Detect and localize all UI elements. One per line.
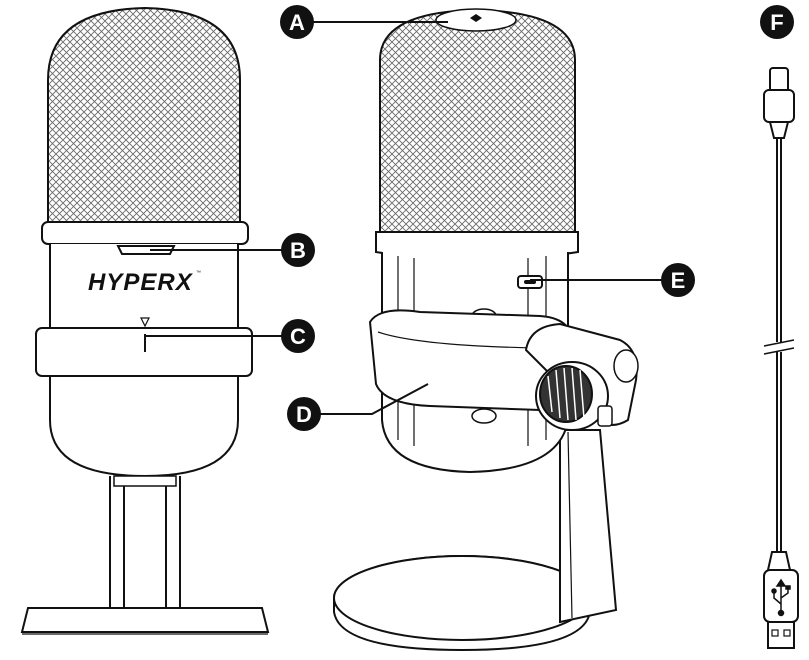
angled-grille <box>379 8 576 233</box>
callout-c: C <box>281 319 315 353</box>
front-gain-indicator-triangle <box>140 317 150 328</box>
angled-stand-upright <box>559 429 618 624</box>
usb-cable <box>763 67 799 649</box>
front-base <box>20 607 270 633</box>
front-grille-ring <box>41 221 249 245</box>
angled-view-microphone <box>333 8 639 652</box>
callout-f: F <box>760 5 794 39</box>
callout-c-label: C <box>290 324 306 349</box>
callout-b-label: B <box>290 238 306 263</box>
callout-a: A <box>280 5 314 39</box>
hyperx-trademark: ™ <box>196 270 201 276</box>
callout-d-label: D <box>296 402 312 427</box>
leader-d <box>320 383 429 415</box>
front-stand <box>109 475 181 608</box>
angled-mount-knob <box>535 361 609 431</box>
callout-a-label: A <box>289 10 305 35</box>
usb-c-plug-housing <box>763 89 795 123</box>
front-mute-button <box>116 245 176 255</box>
callout-e: E <box>661 263 695 297</box>
usb-c-plug-tip <box>769 67 789 93</box>
hyperx-logo-text: HYPERX <box>88 269 194 296</box>
usb-icon <box>771 578 791 617</box>
callout-d: D <box>287 397 321 431</box>
hyperx-logo: HYPERX ™ <box>88 269 201 296</box>
callout-b: B <box>281 233 315 267</box>
front-view-microphone: HYPERX ™ <box>20 6 270 635</box>
callout-f-label: F <box>770 10 783 35</box>
front-grille <box>47 6 241 223</box>
callout-e-label: E <box>671 268 686 293</box>
callout-leaders <box>145 21 662 415</box>
